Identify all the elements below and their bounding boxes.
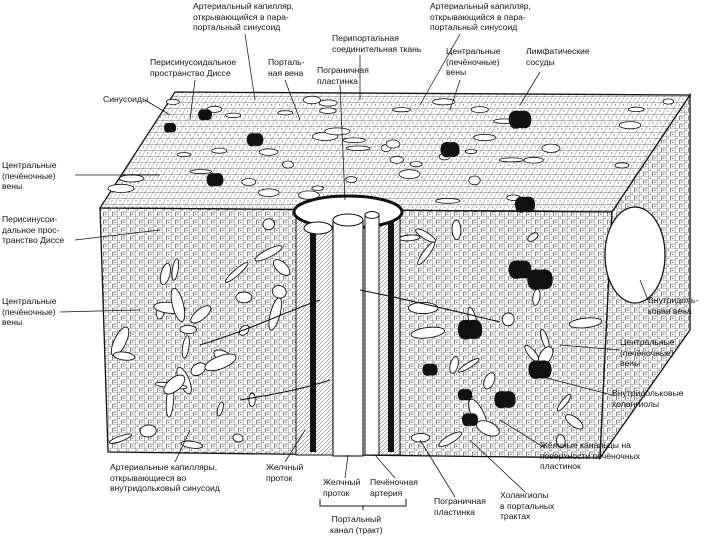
central-vein-lumen [494,391,515,408]
sinusoid-lumen [177,153,191,157]
sinusoid-lumen [283,161,294,168]
sinusoid-lumen [249,393,255,407]
central-vein-lumen [198,109,212,120]
label-arterial-capillaries-bottom: Артериальные капилляры, открывающиеся во… [110,462,220,494]
label-perisinusoidal-space-top: Перисинусоидальное пространство Диссе [150,57,236,78]
portal-canal-bracket [318,497,408,511]
sinusoid-lumen [108,184,134,192]
central-vein-lumen [247,133,264,146]
sinusoid-lumen [226,113,241,118]
sinusoid-lumen [410,162,422,167]
central-vein-lumen [422,364,437,376]
sinusoid-lumen [469,176,480,185]
label-sinusoids: Синусоиды [103,94,148,105]
sinusoid-lumen [319,100,337,106]
central-vein-lumen [462,413,478,426]
central-vein-lumen [527,269,553,289]
label-bile-canaliculi: Жёлчные канальцы на поверхности печёночн… [540,440,640,472]
sinusoid-lumen [663,99,673,104]
sinusoid-lumen [393,108,411,112]
sinusoid-lumen [465,150,476,154]
sinusoid-lumen [303,96,320,104]
label-arterial-capillary-right: Артериальный капилляр, открывающийся в п… [430,1,531,33]
sinusoid-lumen [542,144,560,152]
label-intralobular-cholangioles: Внутридольковые холангиолы [612,388,684,409]
label-central-veins-right: Центральные (печёночные) вены [620,337,675,369]
label-central-veins-top: Центральные (печёночные) вены [446,46,501,78]
label-hepatic-artery: Печёночная артерия [370,477,418,498]
sinusoid-lumen [399,170,420,179]
central-vein-lumen [440,142,459,157]
sinusoid-lumen [346,177,357,183]
sinusoid-lumen [180,325,197,334]
sinusoid-lumen [190,170,211,174]
label-bile-duct-left: Желчный проток [266,462,303,483]
label-bile-duct-bottom: Желчный проток [323,477,360,498]
sinusoid-lumen [312,186,324,191]
label-lymphatic-vessels: Лимфатические сосуды [526,46,590,67]
central-vein-lumen [509,111,532,129]
label-portal-vein: Порталь- ная вена [268,57,305,78]
sinusoid-lumen [325,128,350,135]
sinusoid-lumen [471,107,488,113]
central-vein-lumen [515,197,535,213]
central-vein-lumen [458,389,472,401]
sinusoid-lumen [236,292,252,303]
label-portal-canal: Портальный канал (тракт) [330,514,383,535]
sinusoid-lumen [212,148,227,153]
leader-line [245,34,255,100]
leader-line [345,455,348,478]
sinusoid-lumen [278,111,293,115]
label-limiting-plate-top: Пограничная пластинка [317,65,369,86]
label-cholangioles-portal-tracts: Холангиолы в портальных трактах [500,490,554,522]
leader-line [375,455,395,478]
sinusoid-lumen [452,220,461,240]
central-vein-lumen [458,320,483,340]
sinusoid-lumen [343,138,366,143]
sinusoid-lumen [320,108,337,114]
label-perisinusoidal-space-left: Перисинусои- дальное прос- транство Дисс… [2,214,64,246]
central-vein-lumen [164,123,176,133]
sinusoid-lumen [166,99,179,104]
label-intralobular-vein: Внутридоль- ковая вена [648,295,698,316]
sinusoid-lumen [619,122,641,129]
sinusoid-lumen [615,163,629,168]
sinusoid-lumen [386,140,400,148]
sinusoid-lumen [242,179,256,186]
sinusoid-lumen [120,175,144,182]
label-limiting-plate-bottom: Пограничная пластинка [434,496,486,517]
label-periportal-connective-tissue: Перипортальная соединительная ткань [332,33,421,54]
label-central-veins-left-1: Центральные (печёночные) вены [2,160,57,192]
sinusoid-lumen [390,156,403,163]
sinusoid-lumen [436,199,460,204]
label-arterial-capillary-left: Артериальный капилляр, открывающийся в п… [193,1,294,33]
sinusoid-lumen [346,146,370,151]
label-central-veins-left-2: Центральные (печёночные) вены [2,296,57,328]
sinusoid-lumen [432,99,455,105]
central-vein-lumen [207,173,224,186]
sinusoid-lumen [524,157,543,163]
intralobular-vein-shape [605,207,665,303]
sinusoid-lumen [499,158,524,162]
sinusoid-lumen [259,189,280,197]
sinusoid-lumen [474,134,496,140]
sinusoid-lumen [628,107,644,111]
sinusoid-lumen [259,149,278,156]
